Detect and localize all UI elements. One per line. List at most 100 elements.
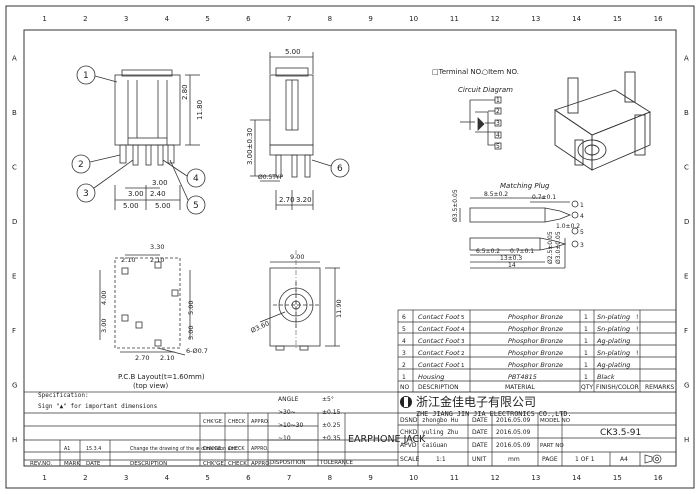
dim-5-00a: 5.00 (123, 202, 139, 210)
item-no-legend: ○Item NO. (482, 68, 519, 76)
pcb-dim-2-70: 2.70 (135, 354, 149, 362)
model-number: CK3.5-91 (600, 428, 641, 438)
row-label-left: F (12, 327, 16, 335)
col-label-bottom: 8 (328, 474, 332, 482)
row-label-right: C (684, 163, 689, 171)
chkd-name: yuling Zhu (422, 429, 459, 436)
rev-row-cell: A1 (64, 446, 70, 452)
col-label-top: 7 (287, 15, 291, 23)
tol-header-disposition: DISPOSITION (270, 460, 306, 466)
col-label-bottom: 14 (572, 474, 581, 482)
chkd-date-label: DATE (472, 429, 488, 436)
dim-3-00a: 3.00 (128, 190, 144, 198)
bom-important-mark: ! (636, 314, 638, 321)
balloon-3: 3 (83, 189, 89, 199)
col-label-bottom: 12 (491, 474, 500, 482)
pcb-layout-labels: 3.30 2.10 2.10 4.00 3.00 5.00 3.00 2.70 … (100, 243, 208, 390)
iso-view (553, 71, 651, 171)
plug-dim-13: 13±0.3 (500, 255, 522, 262)
bom-material: Phosphor Bronze (508, 349, 563, 357)
pcb-dim-3-00b: 3.00 (187, 326, 195, 340)
bom-qty: 1 (584, 350, 588, 357)
bottom-dim-9-00: 9.00 (290, 253, 304, 261)
pcb-dim-3-00a: 3.00 (100, 319, 108, 333)
circuit-diagram (460, 96, 502, 150)
plug-dim-0-7a: 0.7±0.1 (532, 194, 556, 201)
pcb-dim-2-10b: 2.10 (150, 256, 164, 264)
rev-row-cell: 15.3.4 (86, 446, 101, 452)
tol-range: >30~ (278, 409, 296, 416)
important-dim-note: Sign "▲" for important dimensions (38, 403, 158, 410)
tol-range: ~10 (278, 435, 291, 442)
col-label-bottom: 11 (450, 474, 459, 482)
bom-qty: 1 (584, 326, 588, 333)
rev-row-cell: APPRO. (251, 446, 269, 452)
rev-extra-cell: CHK'GE. (203, 419, 224, 425)
dim-2-40: 2.40 (150, 190, 166, 198)
bom-important-mark: ! (636, 326, 638, 333)
circuit-pin-5: 5 (496, 143, 500, 150)
row-label-right: F (684, 327, 688, 335)
plug-point-1: 1 (580, 202, 584, 209)
company-name-cn: 浙江金佳电子有限公司 (416, 394, 536, 409)
sheet-size: A4 (620, 456, 628, 463)
plug-point-5: 5 (580, 229, 584, 236)
rev-header-cell: CHECK (228, 461, 247, 467)
plug-dim-0-7b: 0.7±0.1 (510, 248, 534, 255)
col-label-bottom: 10 (409, 474, 418, 482)
front-view (71, 65, 206, 215)
bom-qty: 1 (584, 362, 588, 369)
col-label-bottom: 3 (124, 474, 128, 482)
col-label-bottom: 13 (531, 474, 540, 482)
dsnd-name: zhongbo Hu (422, 417, 459, 424)
plug-dim-dia-2-5: Ø2.5±0.05 (547, 231, 554, 264)
col-label-bottom: 7 (287, 474, 291, 482)
row-label-right: A (684, 54, 689, 62)
pcb-dim-4-00: 4.00 (100, 291, 108, 305)
pcb-caption: P.C.B Layout(t=1.60mm) (118, 373, 205, 381)
rev-row-cell: Change the drawing of the ⊕ dimension an… (130, 446, 237, 452)
bom-finish: Ag-plating (596, 337, 630, 345)
plug-point-3: 3 (580, 242, 584, 249)
side-view-labels: 5.00 3.00±0.30 2.70 3.20 Ø0.5TYP 6 (246, 48, 343, 204)
col-label-top: 10 (409, 15, 418, 23)
bom-description: Housing (418, 373, 444, 381)
bom-header-desc: DESCRIPTION (418, 384, 459, 391)
dim-11-80: 11.80 (196, 100, 204, 120)
bom-table-grid (397, 309, 677, 393)
apvd-label: APVD (400, 442, 417, 449)
col-label-bottom: 15 (613, 474, 622, 482)
bom-material: Phosphor Bronze (508, 337, 563, 345)
bom-description: Contact Foot (418, 313, 460, 321)
bom-item-no: 5 (402, 326, 406, 333)
bom-item-no: 6 (402, 314, 406, 321)
dim-2-80: 2.80 (181, 84, 189, 100)
col-label-top: 5 (205, 15, 209, 23)
circuit-diagram-title: Circuit Diagram (458, 86, 513, 94)
rev-header-cell: DATE (86, 461, 101, 467)
pcb-dim-2-10a: 2.10 (121, 256, 135, 264)
pcb-dim-2-10c: 2.10 (160, 354, 174, 362)
bom-finish: Sn-plating (597, 349, 630, 357)
dim-3-20: 3.20 (296, 196, 312, 204)
balloon-1: 1 (83, 71, 89, 81)
company-logo (400, 396, 412, 408)
dim-3-00-pm: 3.00±0.30 (246, 128, 254, 165)
bom-item-no: 2 (402, 362, 406, 369)
col-label-top: 6 (246, 15, 251, 23)
col-label-bottom: 4 (165, 474, 170, 482)
row-label-left: C (12, 163, 17, 171)
pcb-dim-3-30: 3.30 (150, 243, 164, 251)
tol-value: ±5° (322, 396, 334, 403)
matching-plug-title: Matching Plug (500, 182, 550, 190)
col-label-top: 8 (328, 15, 332, 23)
part-no-label: PART NO (540, 443, 564, 449)
revision-row: A1 15.3.4 Change the drawing of the ⊕ dime… (64, 419, 270, 452)
tol-value: ±0.15 (322, 409, 341, 416)
col-label-bottom: 1 (42, 474, 46, 482)
bom-finish: Sn-plating (597, 313, 630, 321)
bom-finish: Ag-plating (596, 361, 630, 369)
terminal-no-legend: □Terminal NO. (432, 68, 483, 76)
bom-header-qty: QTY (581, 384, 593, 391)
